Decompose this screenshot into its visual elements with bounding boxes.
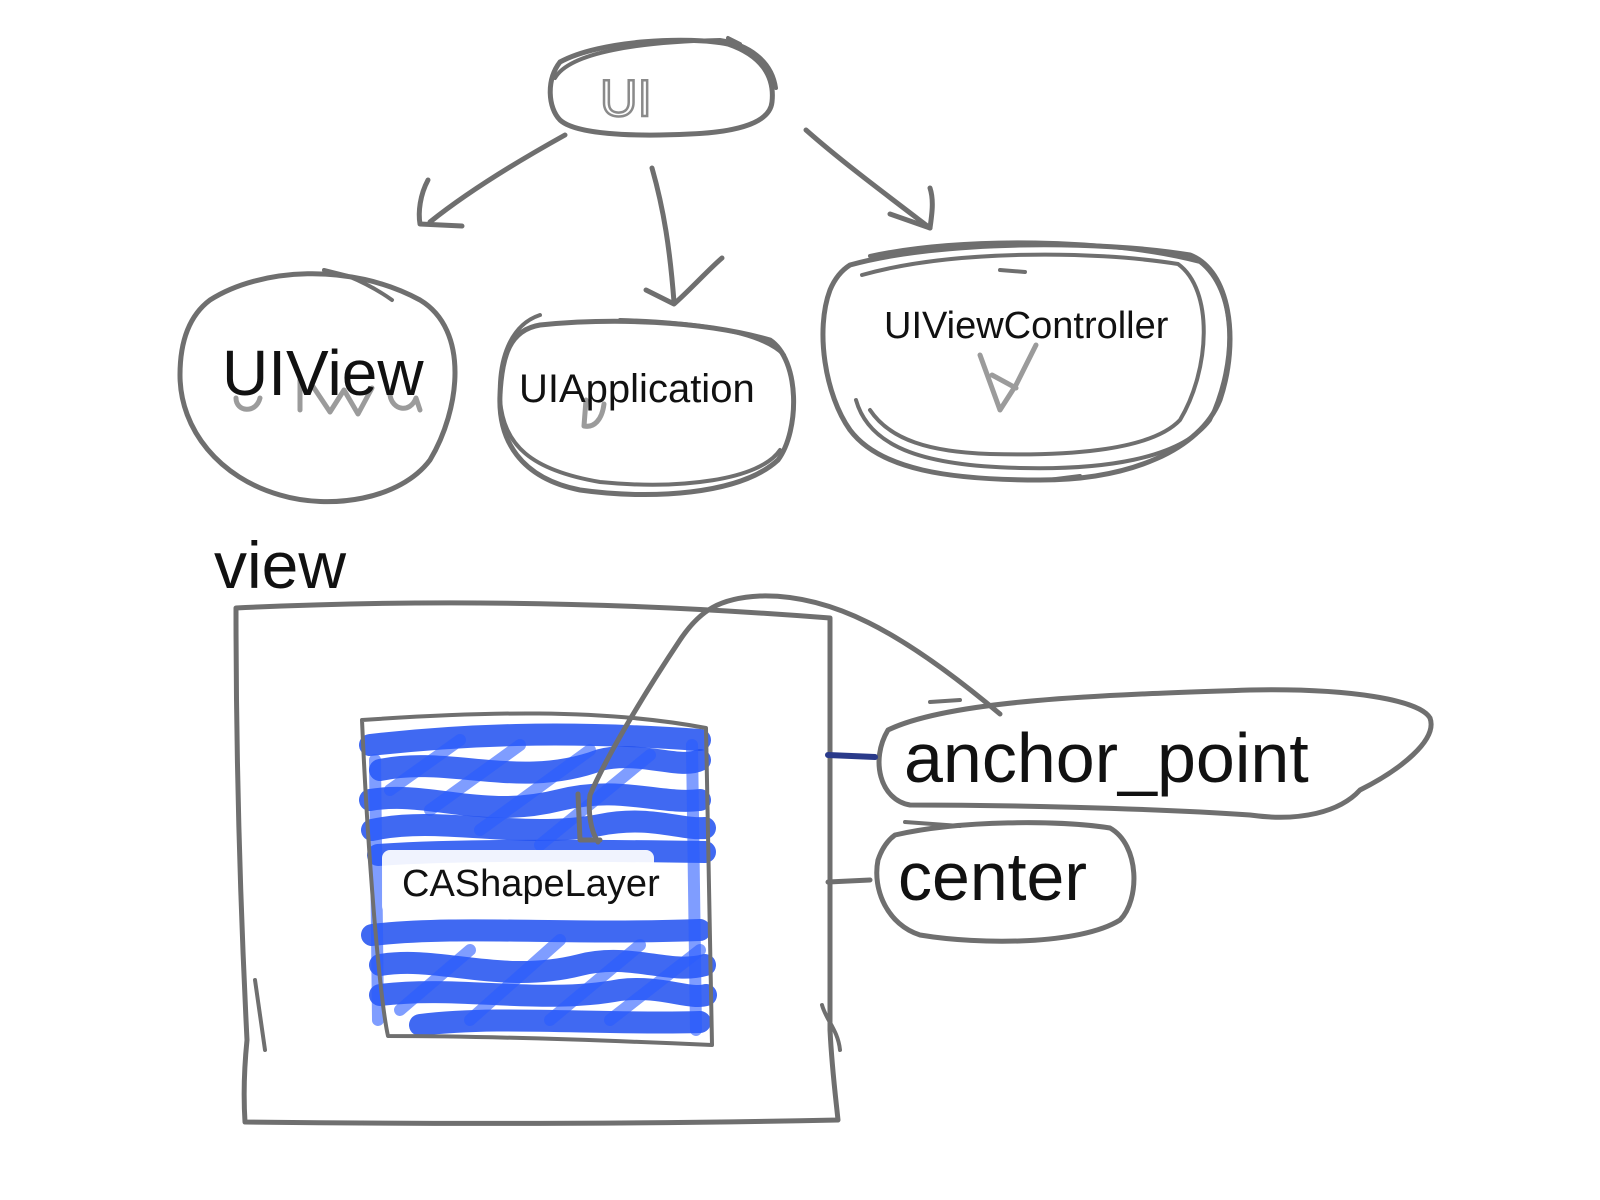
property-center-outline: [874, 820, 1137, 944]
arrow-to-uiviewcontroller: [803, 127, 933, 231]
shape-layer-scribble-7: [369, 949, 716, 984]
property-center-label: center: [898, 839, 1087, 915]
shape-layer-label-plate: [382, 850, 654, 914]
shape-layer-scribble-3: [359, 783, 711, 819]
shape-layer-scribble-4: [361, 810, 716, 841]
property-anchor-point-outline-tick: [928, 698, 962, 704]
shape-layer-diagonal-scribbles: [369, 734, 706, 1036]
shape-layer-label: CAShapeLayer: [402, 863, 660, 905]
arrow-to-uiview: [427, 132, 568, 225]
shape-layer-outline: [360, 711, 714, 1047]
root-node-outline-overdraw: [553, 38, 778, 90]
node-uiviewcontroller-outline-overdraw-2: [860, 252, 1206, 457]
shape-layer-diagonal-2: [394, 934, 706, 1026]
view-box-inner-tick-right: [820, 1003, 842, 1052]
shape-layer-vertical-1: [369, 739, 702, 1036]
shape-layer-diagonal-1: [384, 734, 656, 851]
root-node-label: UI: [600, 70, 652, 128]
shape-layer-scribble-1: [359, 723, 711, 756]
arrows: [416, 127, 935, 307]
property-center-outline-tick: [903, 820, 962, 828]
arrow-to-uiviewcontroller-head: [887, 185, 935, 231]
shape-layer-scribble-6: [361, 919, 711, 946]
arrow-to-uiapplication-head: [643, 255, 725, 307]
shape-layer-scribble-9: [409, 1009, 711, 1036]
node-uiview-outline-tick: [322, 268, 394, 302]
node-uiview-ghost-letters: [233, 377, 423, 417]
node-uiapplication-label: UIApplication: [519, 367, 755, 411]
property-anchor-point-connector: [825, 752, 878, 760]
root-node-outline-tick: [726, 36, 742, 46]
node-uiview-outline: [177, 271, 458, 505]
shape-layer-scribble-2: [369, 746, 711, 784]
anchor-connector-curve: [586, 593, 1003, 845]
node-uiviewcontroller-outline-dash: [998, 268, 1082, 482]
view-box-inner-tick-left: [253, 978, 267, 1052]
node-uiapplication-ghost-tick: [581, 397, 607, 429]
node-uiviewcontroller-label: UIViewController: [884, 305, 1169, 347]
view-label: view: [214, 528, 346, 602]
anchor-connector-hook: [575, 791, 603, 843]
view-box-outline: [233, 600, 841, 1126]
node-uiview-label: UIView: [222, 337, 424, 409]
property-center-connector: [825, 877, 873, 885]
property-anchor-point-label: anchor_point: [904, 719, 1309, 797]
node-uiview: UIView: [177, 268, 458, 505]
node-uiviewcontroller-outline-overdraw-1: [854, 240, 1232, 471]
node-uiviewcontroller-ghost-mark: [977, 342, 1039, 413]
property-anchor-point: anchor_point: [825, 687, 1434, 820]
shape-layer: CAShapeLayer: [359, 711, 717, 1047]
root-node: UI: [547, 36, 778, 138]
arrow-to-uiapplication: [649, 165, 677, 305]
node-uiviewcontroller: UIViewController: [820, 240, 1233, 483]
view-box: [233, 600, 842, 1126]
node-uiapplication: UIApplication: [497, 313, 796, 498]
arrow-to-uiview-head: [416, 177, 465, 229]
root-node-outline: [547, 37, 775, 138]
property-center: center: [825, 820, 1137, 944]
property-anchor-point-outline: [876, 687, 1434, 820]
node-uiapplication-outline-overdraw: [497, 313, 786, 487]
